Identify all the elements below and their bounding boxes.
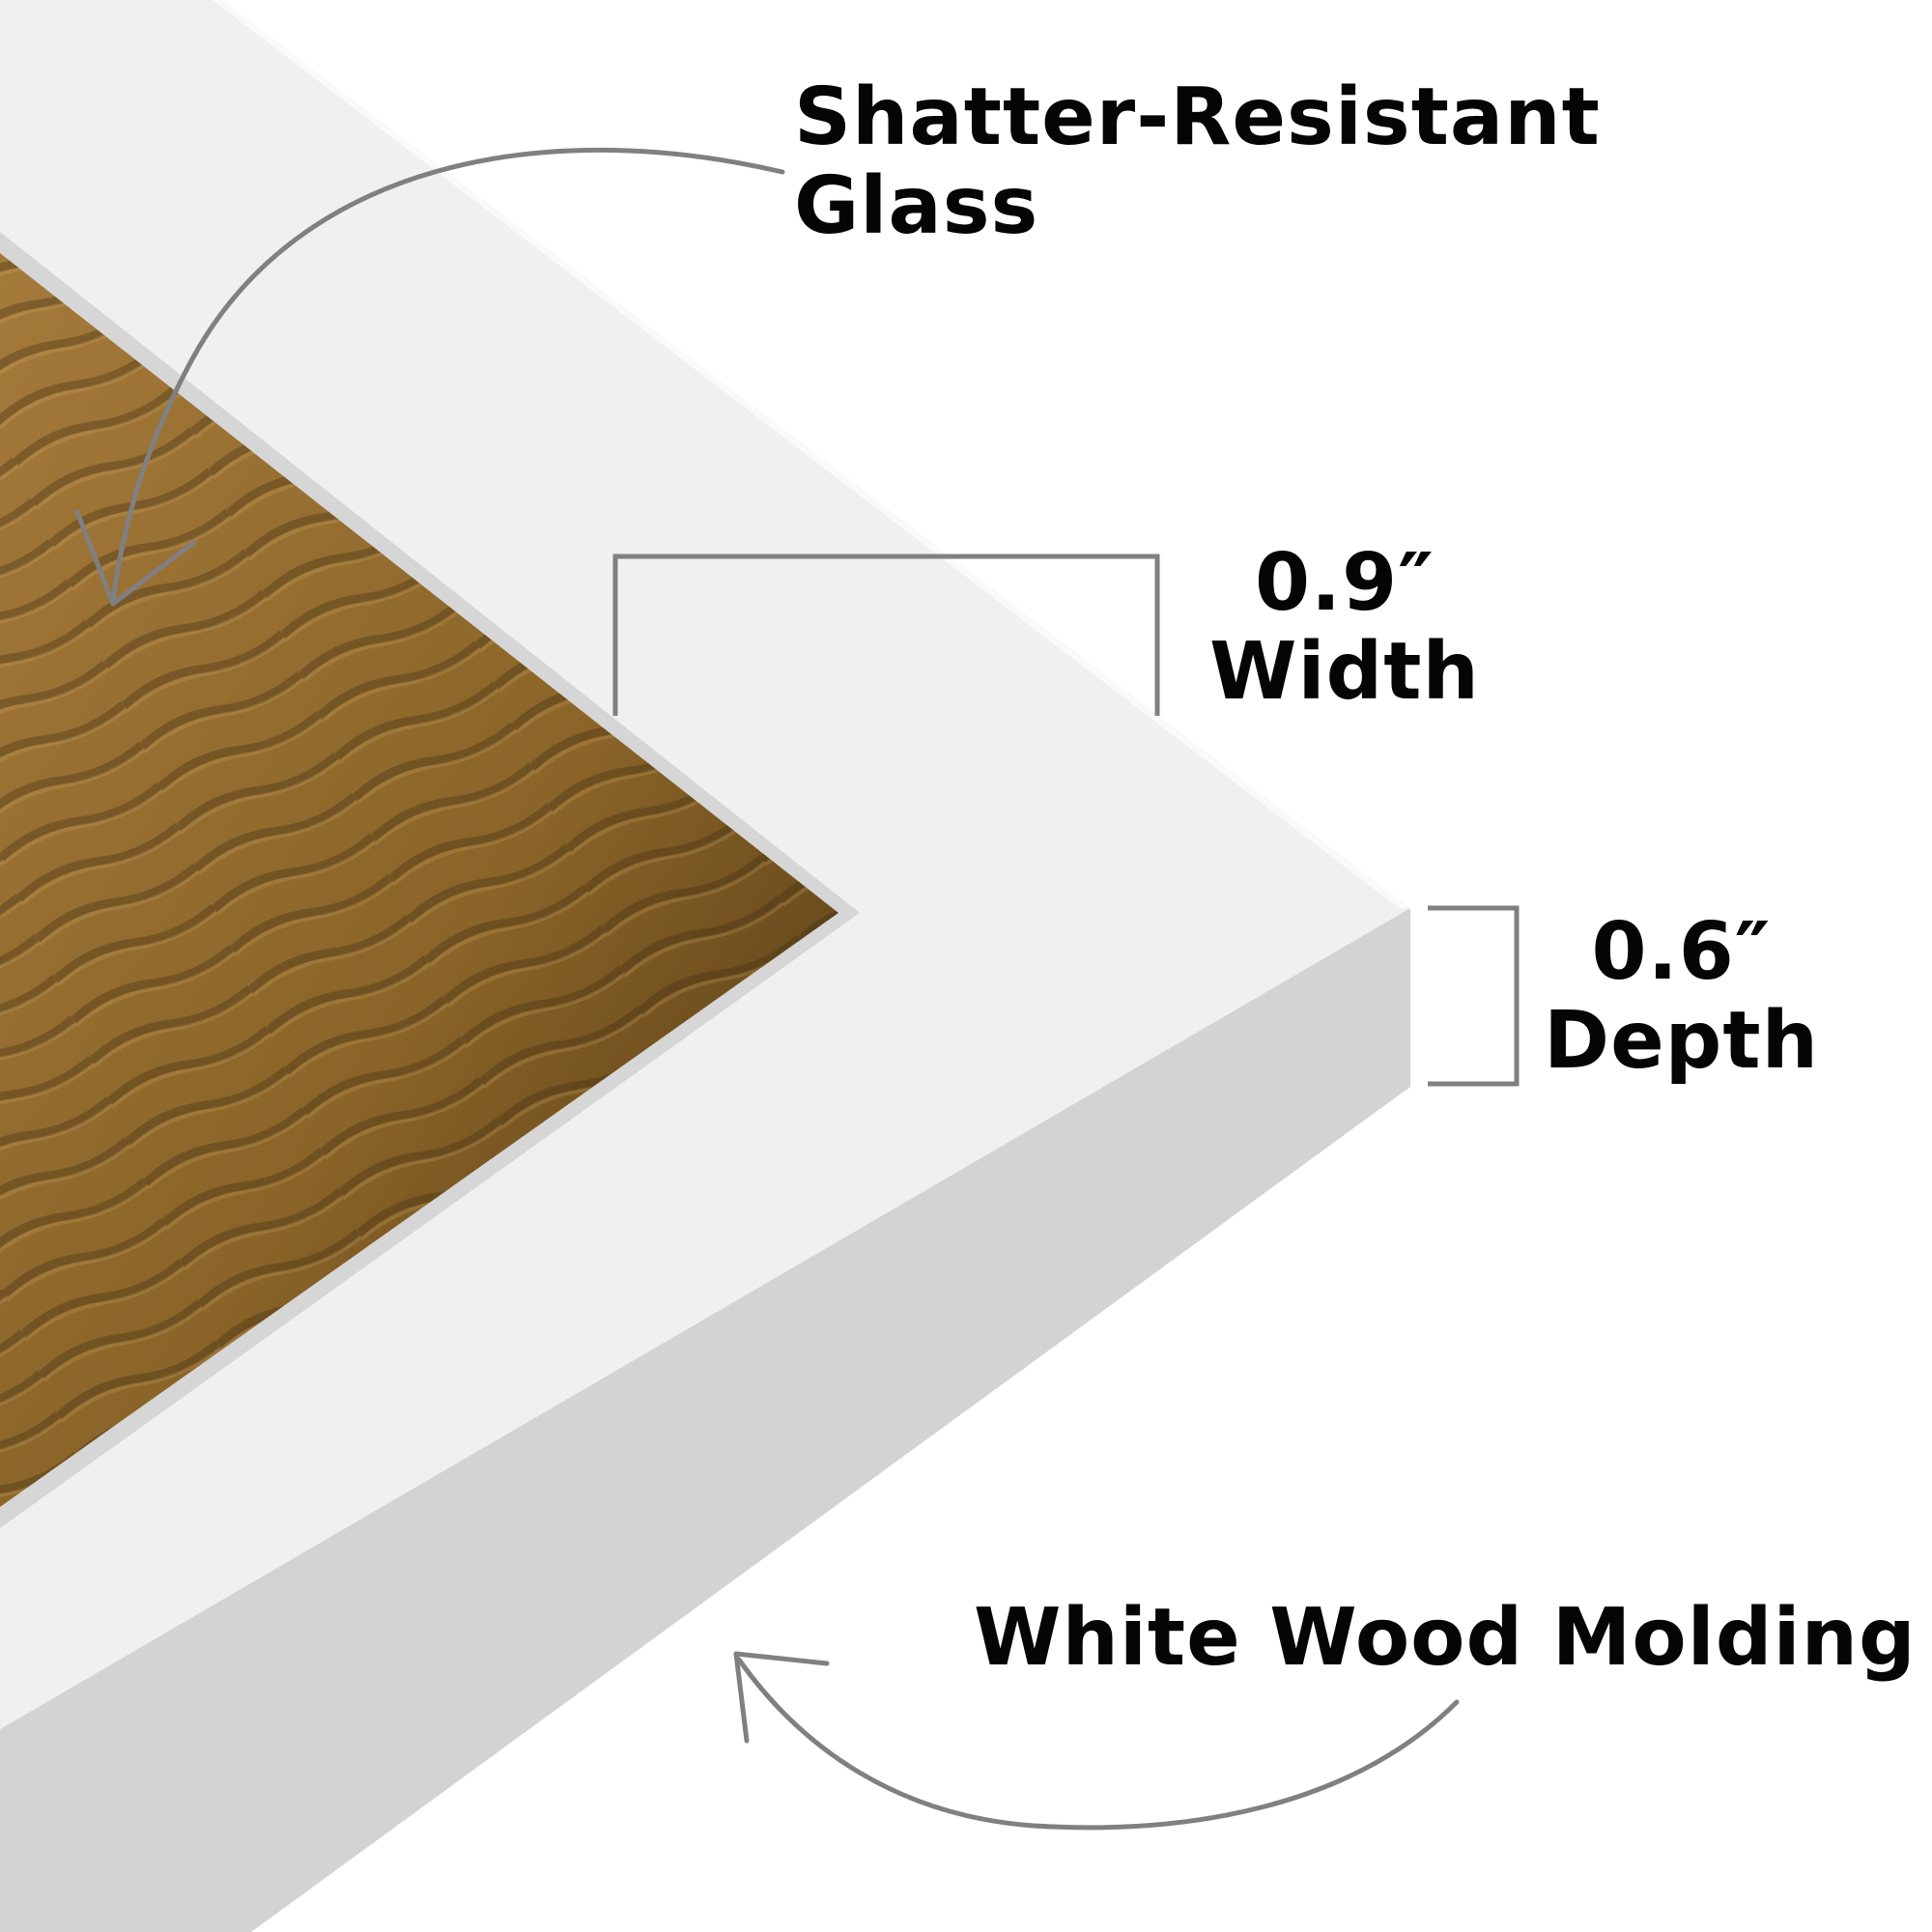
depth-value: 0.6″ — [1591, 906, 1772, 998]
curved-arrow-down-left-icon — [74, 147, 785, 607]
artwork-ripples — [0, 253, 838, 1507]
curved-arrow-up-left-icon — [733, 1651, 1460, 1831]
width-value: 0.9″ — [1254, 537, 1435, 629]
width-text: Width — [1209, 625, 1480, 718]
depth-bracket-icon — [1428, 905, 1520, 1087]
molding-text: White Wood Molding — [974, 1592, 1917, 1684]
depth-label: 0.6″ Depth — [1544, 908, 1819, 1086]
molding-label: White Wood Molding — [974, 1594, 1917, 1683]
frame-side — [0, 908, 1410, 1932]
width-label: 0.9″ Width — [1209, 539, 1480, 717]
frame-top-edge — [213, 0, 1410, 908]
glass-label-line1: Shatter-Resistant — [794, 71, 1601, 163]
glass-label: Shatter-Resistant Glass — [794, 73, 1601, 251]
width-bracket-icon — [612, 554, 1160, 716]
artwork — [0, 253, 838, 1507]
glass-label-line2: Glass — [794, 159, 1039, 252]
depth-text: Depth — [1544, 994, 1819, 1087]
